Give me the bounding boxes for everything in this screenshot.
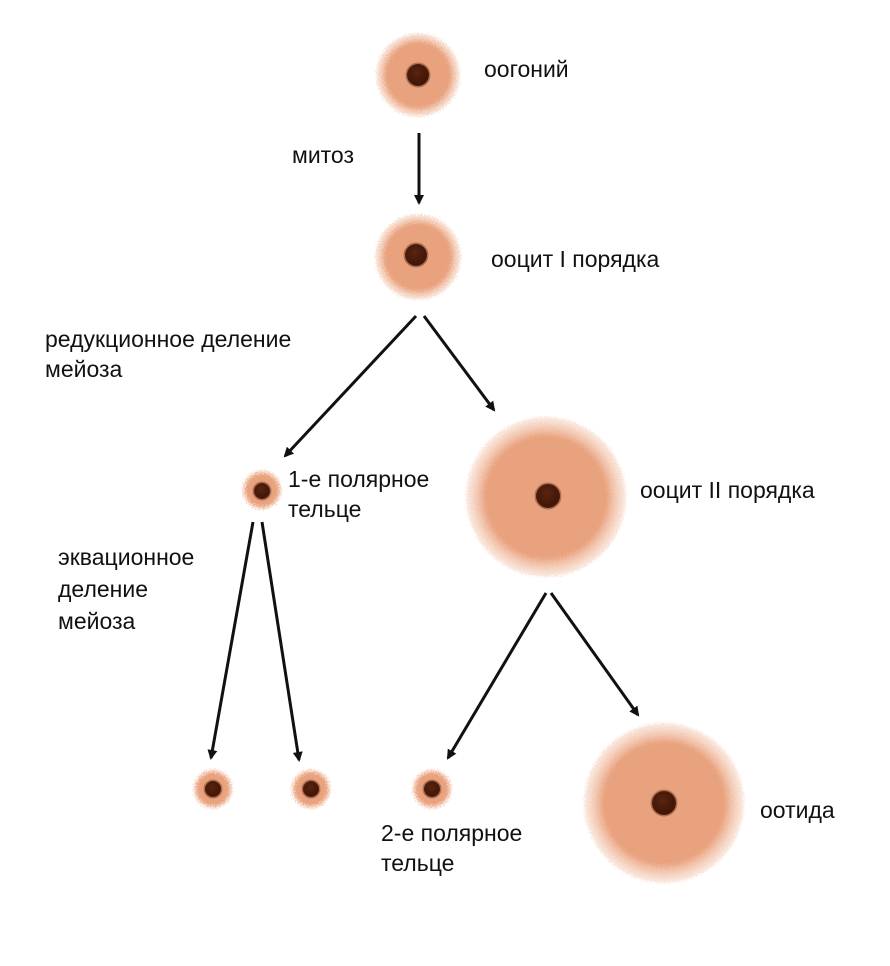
cell-oocyte-1 <box>375 214 461 300</box>
label-polar-body-1: 1-е полярное тельце <box>288 466 430 522</box>
cell-polar-body-1a <box>193 769 233 809</box>
cell-oocyte-2 <box>466 417 626 577</box>
cell-polar-body-1b <box>291 769 331 809</box>
arrow-to-polar-body-1 <box>283 314 418 458</box>
arrow-to-polar-body-1a <box>207 521 255 760</box>
cell-polar-body-1 <box>242 470 282 510</box>
arrow-to-polar-body-1b <box>260 521 303 762</box>
label-ootid: оотида <box>760 797 835 823</box>
label-oocyte-2: ооцит II порядка <box>640 477 815 503</box>
label-oocyte-1: ооцит I порядка <box>491 246 660 272</box>
arrow-to-oocyte-2 <box>422 315 496 412</box>
cell-polar-body-2 <box>412 769 452 809</box>
cell-oogonium <box>376 33 460 117</box>
arrow-to-polar-body-2 <box>446 592 548 760</box>
label-oogonium: оогоний <box>484 56 569 82</box>
arrow-to-ootid <box>549 592 640 717</box>
cell-ootid <box>584 723 744 883</box>
label-mitosis: митоз <box>292 142 355 168</box>
label-polar-body-2: 2-е полярное тельце <box>381 820 523 876</box>
label-equational-division: эквационное деление мейоза <box>58 544 195 634</box>
label-reduction-division: редукционное деление мейоза <box>45 326 292 382</box>
